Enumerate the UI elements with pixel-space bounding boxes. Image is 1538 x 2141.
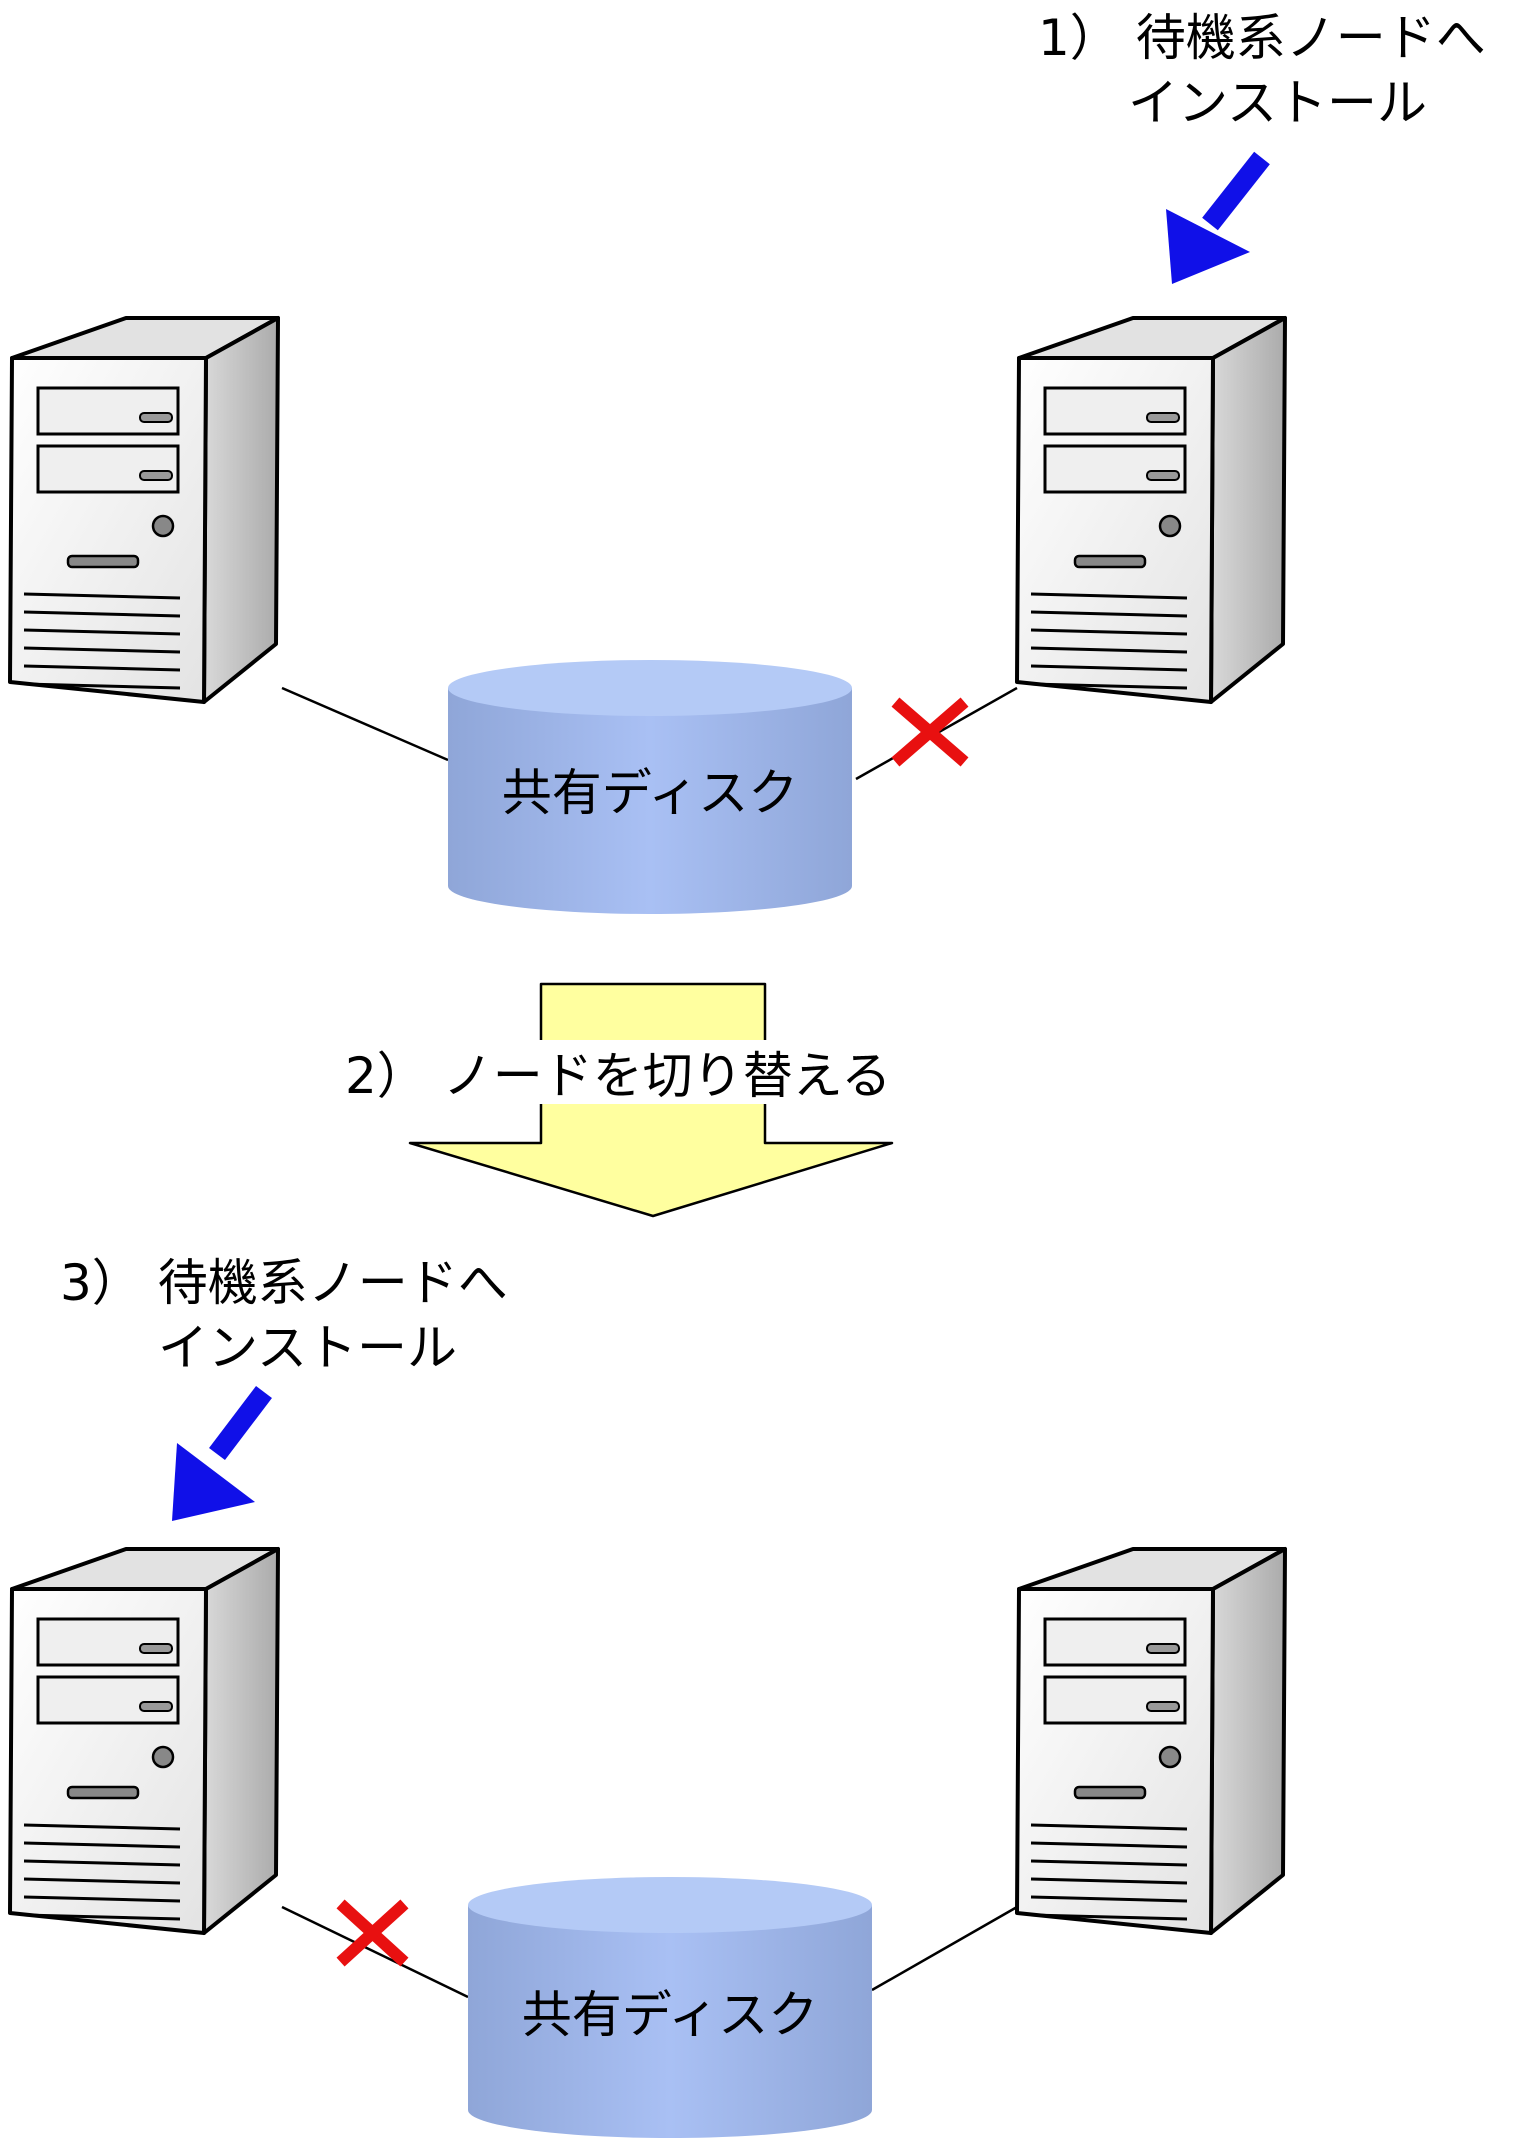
step1-label-line2: インストール	[1128, 74, 1427, 132]
bottom-disconnect-icon	[336, 1899, 409, 1967]
top-right-server-icon	[1015, 316, 1287, 704]
bottom-right-connection	[871, 1905, 1018, 1992]
top-left-connection	[281, 686, 449, 762]
top-left-server-icon	[8, 316, 280, 704]
top-install-arrow-icon	[1166, 151, 1270, 284]
step3-label-line1: 3） 待機系ノードへ	[60, 1254, 508, 1312]
top-disk-label: 共有ディスク	[502, 764, 799, 822]
bottom-left-connection	[281, 1905, 469, 1999]
top-shared-disk-icon: 共有ディスク	[448, 660, 852, 914]
bottom-shared-disk-icon: 共有ディスク	[468, 1877, 872, 2138]
top-disconnect-icon	[891, 697, 969, 767]
switch-arrow-icon	[330, 982, 950, 1218]
bottom-install-arrow-icon	[172, 1385, 272, 1521]
bottom-disk-label: 共有ディスク	[522, 1986, 819, 2044]
step2-label: 2） ノードを切り替える	[345, 1047, 891, 1105]
bottom-right-server-icon	[1015, 1547, 1287, 1935]
bottom-left-server-icon	[8, 1547, 280, 1935]
step1-label-line1: 1） 待機系ノードへ	[1038, 9, 1486, 67]
step3-label-line2: インストール	[158, 1319, 457, 1377]
